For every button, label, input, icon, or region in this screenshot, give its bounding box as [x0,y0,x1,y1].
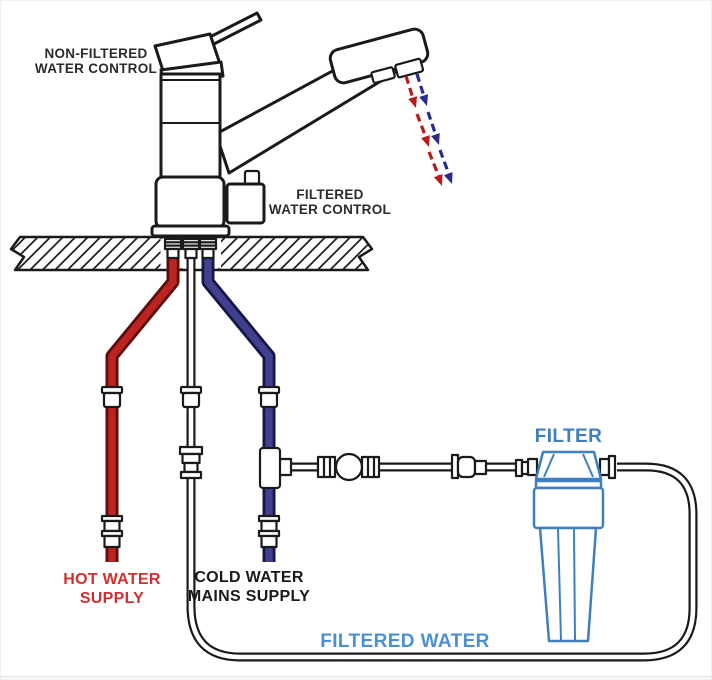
label-line: SUPPLY [79,590,145,607]
cold-pipe-fitting-lower [257,514,281,549]
filtered-water-control-lever [217,169,266,225]
tap-tail-connectors [163,237,218,260]
label-line: MAINS SUPPLY [187,588,311,605]
label-line: WATER CONTROL [34,61,158,76]
center-pipe-fitting-upper [179,385,203,409]
label-line: HOT WATER [63,571,161,588]
center-pipe-reducer [178,445,204,480]
handle-lever [204,11,263,48]
inline-reducer-fitting [450,453,488,480]
filter-outlet-flange [598,454,617,480]
spray-arrows [404,73,453,186]
filter-inlet-flange [514,457,539,478]
hot-pipe-fitting-upper [100,385,124,409]
label-hot-water-supply: HOT WATER SUPPLY [42,570,182,608]
inline-filter [532,450,605,643]
label-cold-water-mains-supply: COLD WATER MAINS SUPPLY [179,568,319,606]
label-filtered-water-control: FILTERED WATER CONTROL [260,187,400,217]
label-line: WATER CONTROL [268,202,392,217]
hot-water-pipe [105,252,180,562]
ball-valve [316,452,381,482]
spout-outlet [370,66,396,84]
hot-pipe-fitting-lower [100,514,124,549]
cold-pipe-fitting-upper [257,385,281,409]
label-filtered-water: FILTERED WATER [320,631,490,652]
compression-fittings [100,385,281,549]
spout-head [328,27,430,85]
filter-cartridge [538,526,598,643]
label-line: FILTERED [296,187,364,202]
label-line: COLD WATER [194,569,304,586]
image-bottom-edge [0,676,712,678]
label-non-filtered-water-control: NON-FILTERED WATER CONTROL [26,46,166,76]
faucet-base [154,175,226,230]
faucet-body [159,72,222,180]
label-line: NON-FILTERED [44,46,148,61]
tee-adapter [258,446,293,490]
faucet [150,11,430,238]
label-filter: FILTER [534,426,603,447]
filter-body [532,486,605,530]
